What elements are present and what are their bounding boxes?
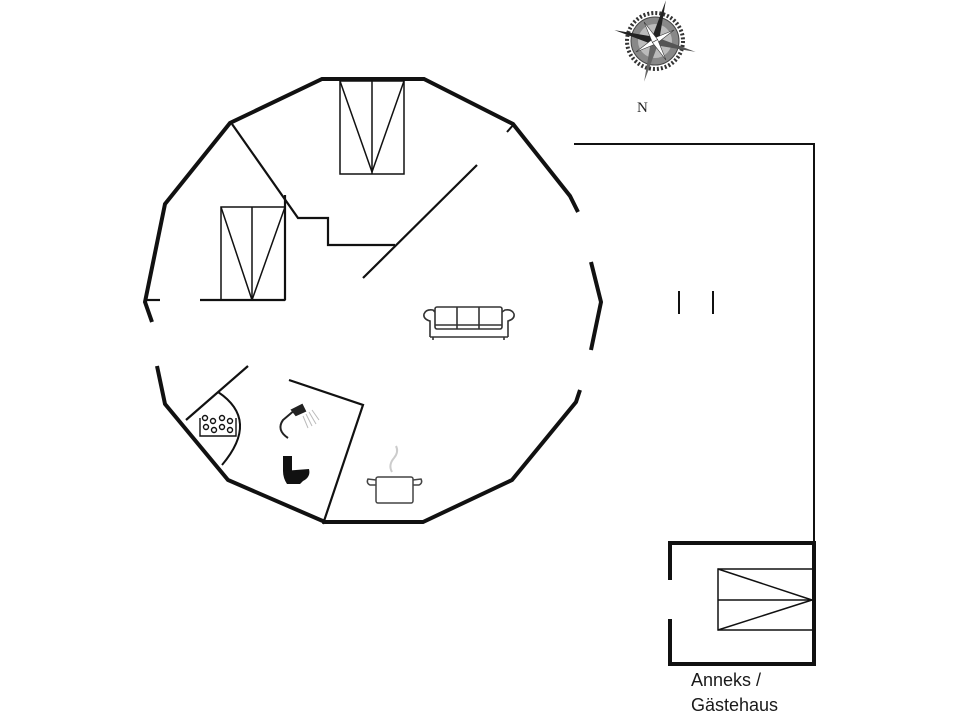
sauna-stones-icon [199, 414, 237, 437]
annex-bed-icon [717, 568, 813, 631]
bed-west-icon [220, 206, 286, 301]
bed-north-icon [339, 80, 405, 175]
annex-walls [668, 541, 816, 666]
compass-rose-icon [614, 0, 696, 82]
interior-walls [145, 123, 478, 525]
sofa-icon [423, 306, 515, 340]
wall-tick [506, 123, 515, 133]
annex-label-line2: Gästehaus [691, 695, 779, 715]
toilet-icon [283, 456, 310, 484]
cooking-pot-icon [366, 445, 423, 504]
north-label: N [637, 100, 648, 116]
annex-label: Anneks / Gästehaus [691, 668, 778, 718]
terrace-outline [574, 143, 815, 542]
sauna-door [217, 391, 241, 466]
shower-icon [279, 403, 320, 439]
annex-label-line1: Anneks / [691, 670, 762, 690]
outer-walls [142, 77, 604, 524]
